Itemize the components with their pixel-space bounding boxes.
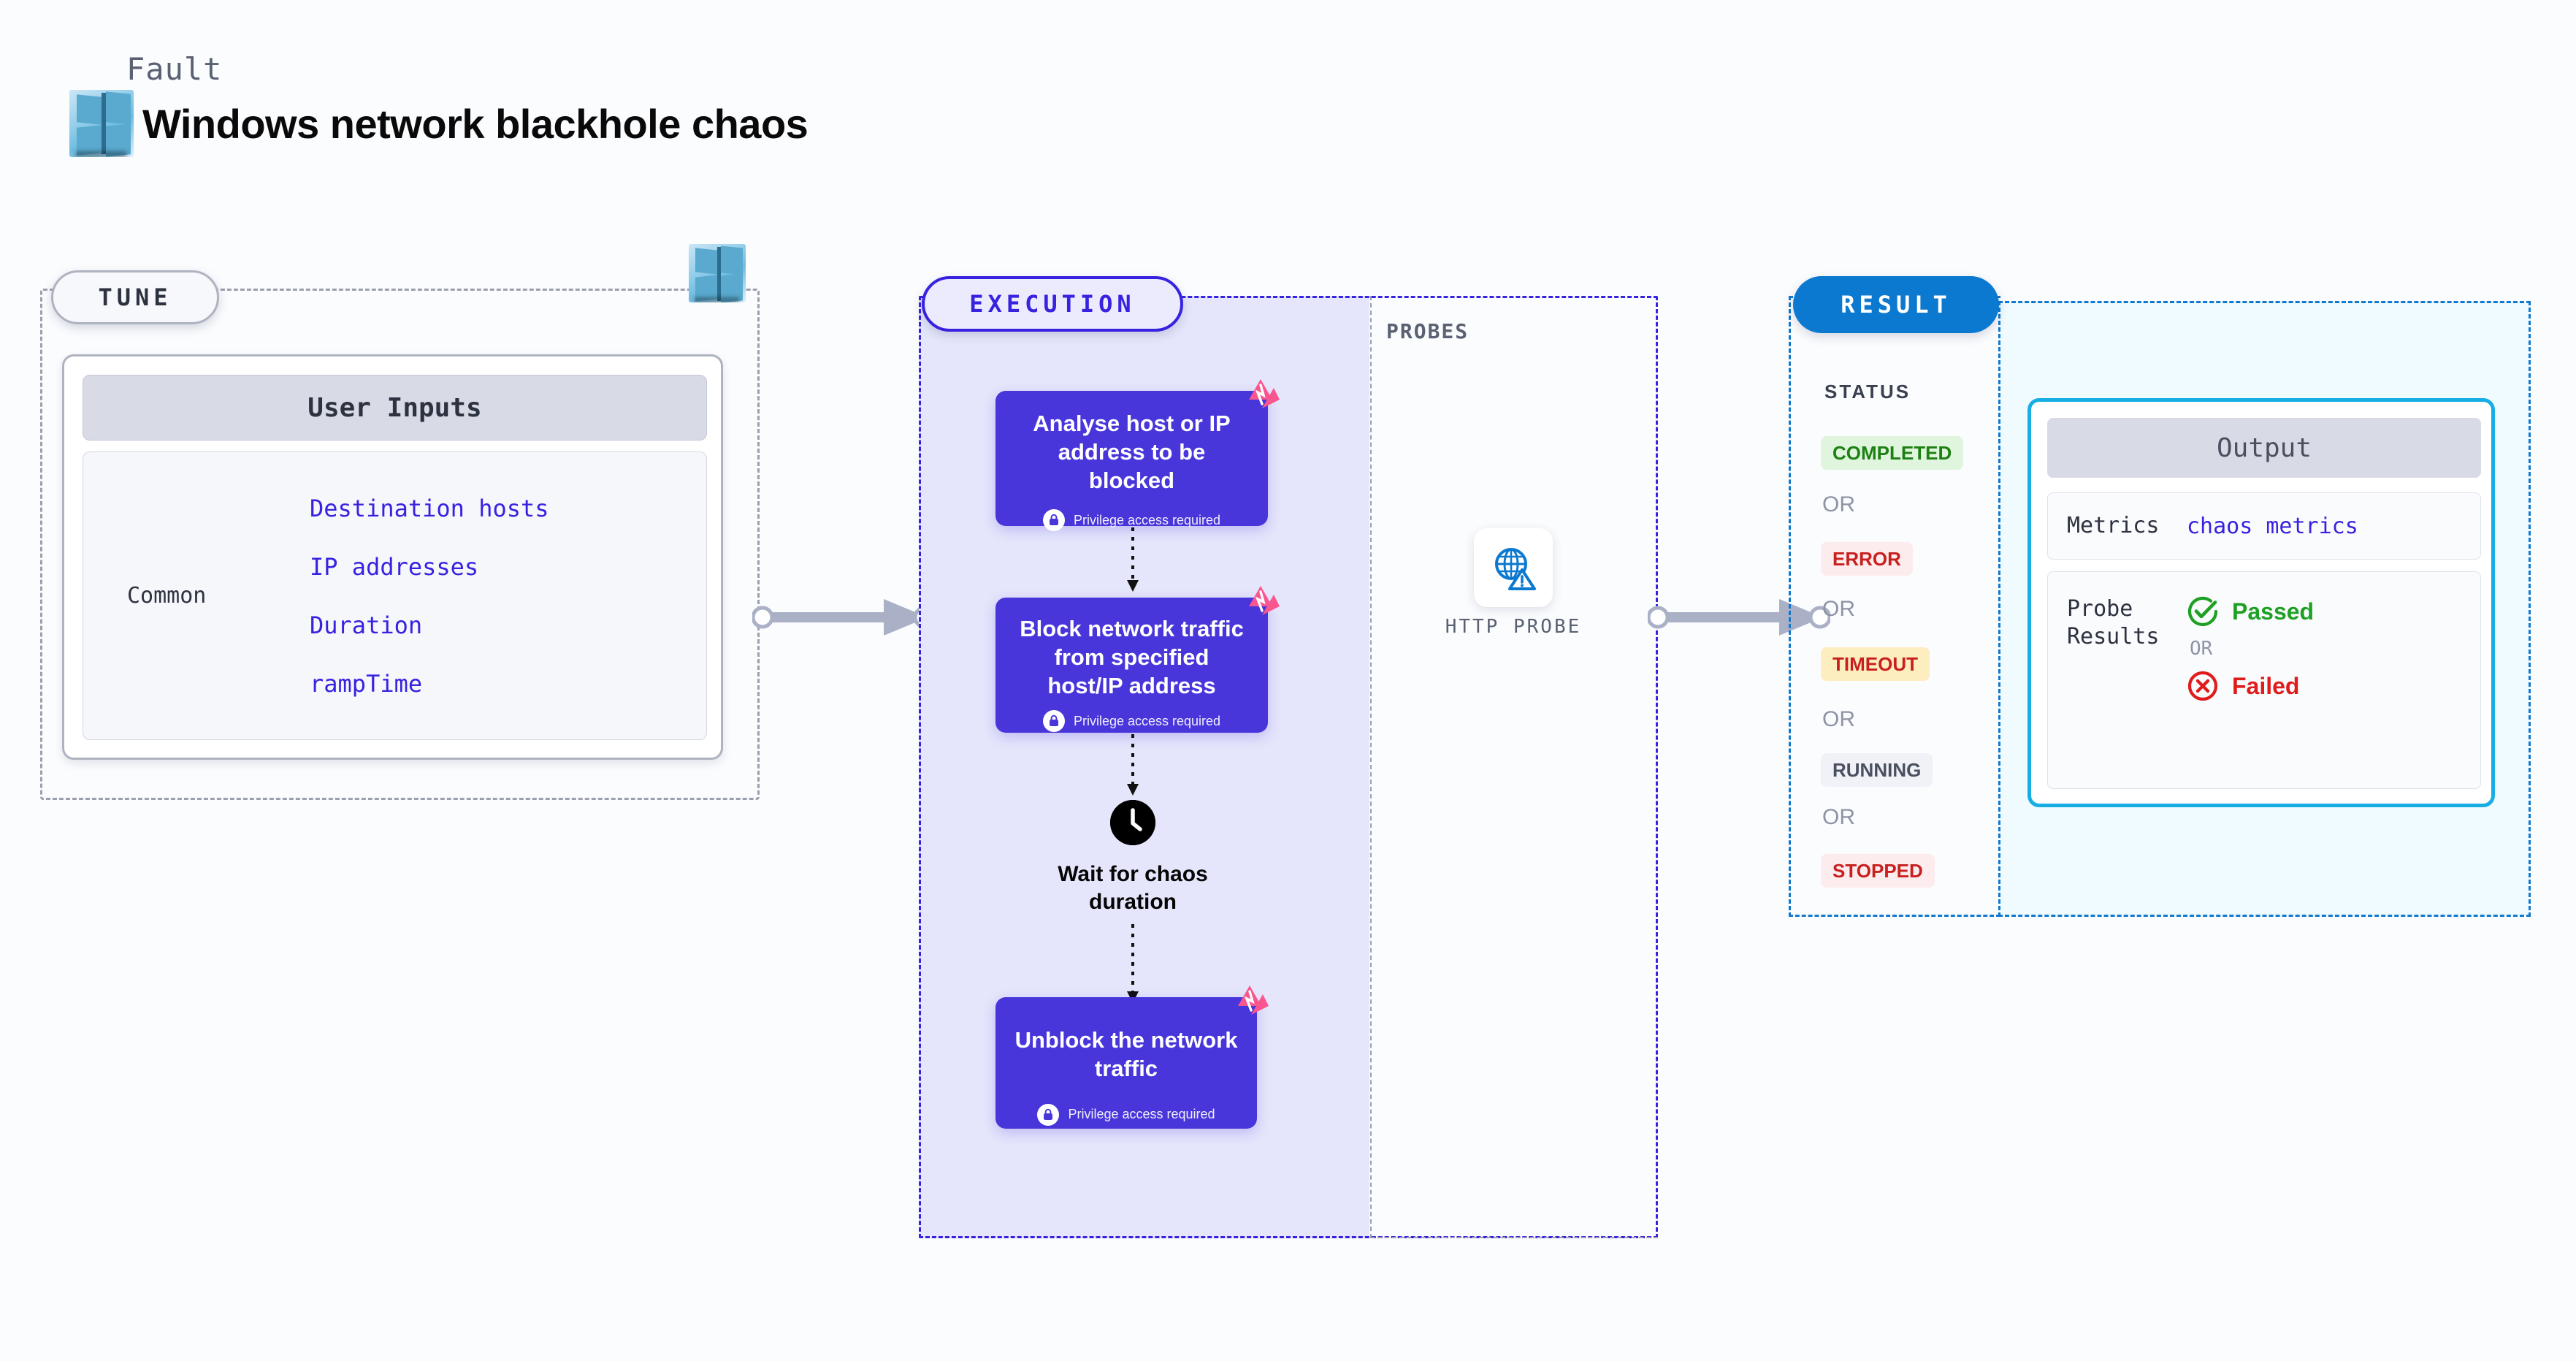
status-or-2: OR <box>1822 597 1855 621</box>
metrics-value[interactable]: chaos metrics <box>2187 513 2358 539</box>
param-duration[interactable]: Duration <box>310 611 423 639</box>
fault-label: Fault <box>126 51 223 87</box>
node-title: Analyse host or IP address to be blocked <box>1033 411 1231 493</box>
status-or-4: OR <box>1822 805 1855 829</box>
failed-label: Failed <box>2232 672 2300 699</box>
probes-label: PROBES <box>1386 319 1469 343</box>
node-title: Unblock the network traffic <box>1014 1027 1238 1081</box>
connector-tune-to-execution <box>752 599 935 636</box>
execution-node-analyse[interactable]: Analyse host or IP address to be blocked… <box>995 379 1280 532</box>
arrow-wait-to-node3 <box>1127 924 1139 1003</box>
privilege-row: Privilege access required <box>995 509 1268 532</box>
status-badge-timeout: TIMEOUT <box>1821 647 1930 681</box>
status-or-3: OR <box>1822 707 1855 731</box>
privilege-row: Privilege access required <box>995 1103 1257 1126</box>
metrics-row: Metrics chaos metrics <box>2047 492 2481 560</box>
tune-windows-badge-icon <box>689 244 746 302</box>
probe-result-passed: Passed <box>2187 595 2314 628</box>
execution-section <box>919 296 1658 1238</box>
output-card: Output Metrics chaos metrics Probe Resul… <box>2027 398 2495 807</box>
wait-for-chaos-duration-label: Wait for chaos duration <box>1058 862 1208 914</box>
privilege-text: Privilege access required <box>1073 512 1221 527</box>
page-header: Fault Windows network blackhole chaos <box>69 51 809 157</box>
output-title: Output <box>2047 418 2481 478</box>
title-row: Windows network blackhole chaos <box>69 90 809 157</box>
privilege-text: Privilege access required <box>1068 1107 1215 1121</box>
param-destination-hosts[interactable]: Destination hosts <box>310 494 549 522</box>
user-inputs-card: User Inputs Common Destination hosts IP … <box>62 354 723 760</box>
probe-result-or: OR <box>2190 638 2213 660</box>
lock-icon <box>1042 710 1065 733</box>
execution-pill: EXECUTION <box>922 276 1183 332</box>
status-badge-stopped: STOPPED <box>1821 854 1935 888</box>
user-inputs-title: User Inputs <box>83 375 707 441</box>
param-ramptime[interactable]: rampTime <box>310 669 423 698</box>
probes-section <box>1370 296 1658 1238</box>
param-list: Destination hosts IP addresses Duration … <box>266 495 706 698</box>
execution-node-block[interactable]: Block network traffic from specified hos… <box>995 586 1280 733</box>
lock-icon <box>1042 509 1065 532</box>
passed-label: Passed <box>2232 598 2315 625</box>
metrics-key: Metrics <box>2067 513 2160 539</box>
common-group-label: Common <box>127 583 207 609</box>
check-circle-icon <box>2187 596 2218 627</box>
privilege-text: Privilege access required <box>1073 713 1221 728</box>
clock-icon <box>1110 800 1155 845</box>
windows-logo-icon <box>69 90 134 157</box>
status-or-1: OR <box>1822 492 1855 516</box>
litmus-logo-icon <box>1249 379 1280 408</box>
result-pill: RESULT <box>1793 276 1999 333</box>
x-circle-icon <box>2187 671 2218 701</box>
probe-results-key: Probe Results <box>2067 596 2160 649</box>
privilege-row: Privilege access required <box>995 710 1268 733</box>
status-badge-running: RUNNING <box>1821 753 1933 787</box>
litmus-logo-icon <box>1249 586 1280 615</box>
status-label: STATUS <box>1824 381 1911 403</box>
node-title: Block network traffic from specified hos… <box>1020 616 1244 698</box>
tune-section <box>40 289 760 800</box>
probe-results-row: Probe Results Passed OR Faile <box>2047 571 2481 789</box>
status-badge-error: ERROR <box>1821 542 1913 576</box>
user-inputs-body: Common Destination hosts IP addresses Du… <box>83 451 707 740</box>
page-title: Windows network blackhole chaos <box>142 100 809 147</box>
probe-results-values: Passed OR Failed <box>2187 595 2314 702</box>
arrow-node2-to-wait <box>1127 734 1139 796</box>
param-ip-addresses[interactable]: IP addresses <box>310 552 479 581</box>
status-badge-completed: COMPLETED <box>1821 436 1964 470</box>
globe-warning-icon <box>1495 548 1536 590</box>
tune-pill: TUNE <box>51 270 219 324</box>
probe-result-failed: Failed <box>2187 670 2314 702</box>
http-probe-caption: HTTP PROBE <box>1445 616 1582 638</box>
litmus-logo-icon <box>1238 986 1269 1015</box>
execution-node-unblock[interactable]: Unblock the network traffic Privilege ac… <box>995 986 1269 1129</box>
http-probe-tile[interactable] <box>1474 528 1553 607</box>
lock-icon <box>1037 1103 1060 1126</box>
arrow-node1-to-node2 <box>1127 527 1139 592</box>
